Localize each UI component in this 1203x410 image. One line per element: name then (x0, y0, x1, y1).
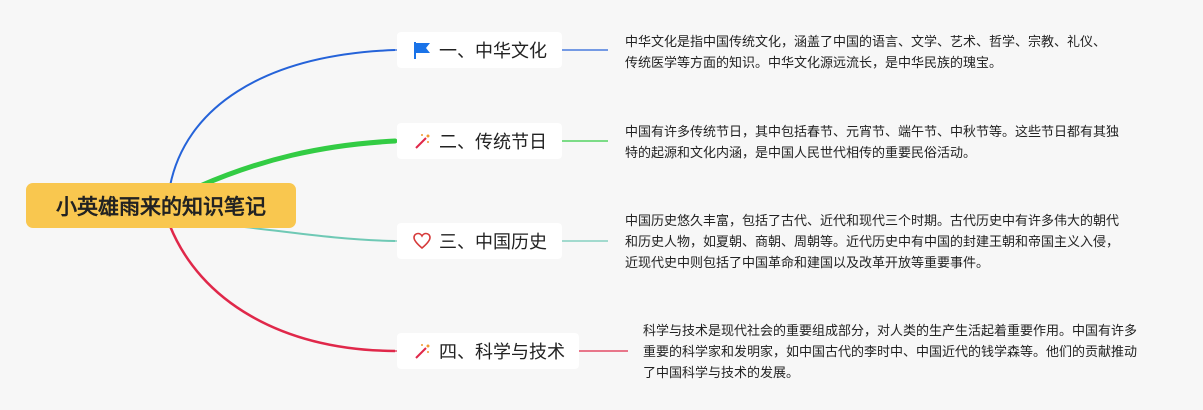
topic-label: 四、科学与技术 (439, 342, 565, 363)
branch-curve-festivals (197, 138, 398, 189)
topic-traditional-festivals[interactable]: 二、传统节日 (397, 123, 562, 159)
branch-curve-culture (169, 49, 396, 187)
description-science-technology: 科学与技术是现代社会的重要组成部分，对人类的生产生活起着重要作用。中国有许多重要… (643, 324, 1138, 381)
description-chinese-culture: 中华文化是指中国传统文化，涵盖了中国的语言、文学、艺术、哲学、宗教、礼仪、传统医… (625, 35, 1107, 71)
topic-label: 三、中国历史 (439, 232, 547, 253)
flag-icon (411, 39, 433, 61)
magic-wand-icon (411, 340, 433, 362)
topic-science-technology[interactable]: 四、科学与技术 (397, 333, 579, 369)
topic-chinese-history[interactable]: 三、中国历史 (397, 223, 562, 259)
root-topic[interactable]: 小英雄雨来的知识笔记 (26, 183, 296, 228)
magic-wand-icon (411, 130, 433, 152)
topic-label: 一、中华文化 (439, 41, 547, 62)
branch-curve-history (235, 225, 396, 242)
heart-icon (411, 230, 433, 252)
topic-chinese-culture[interactable]: 一、中华文化 (397, 32, 562, 68)
branch-curve-science (168, 225, 396, 353)
description-chinese-history: 中国历史悠久丰富，包括了古代、近代和现代三个时期。古代历史中有许多伟大的朝代和历… (625, 214, 1120, 271)
description-traditional-festivals: 中国有许多传统节日，其中包括春节、元宵节、端午节、中秋节等。这些节日都有其独特的… (625, 125, 1120, 161)
topic-label: 二、传统节日 (439, 132, 547, 153)
